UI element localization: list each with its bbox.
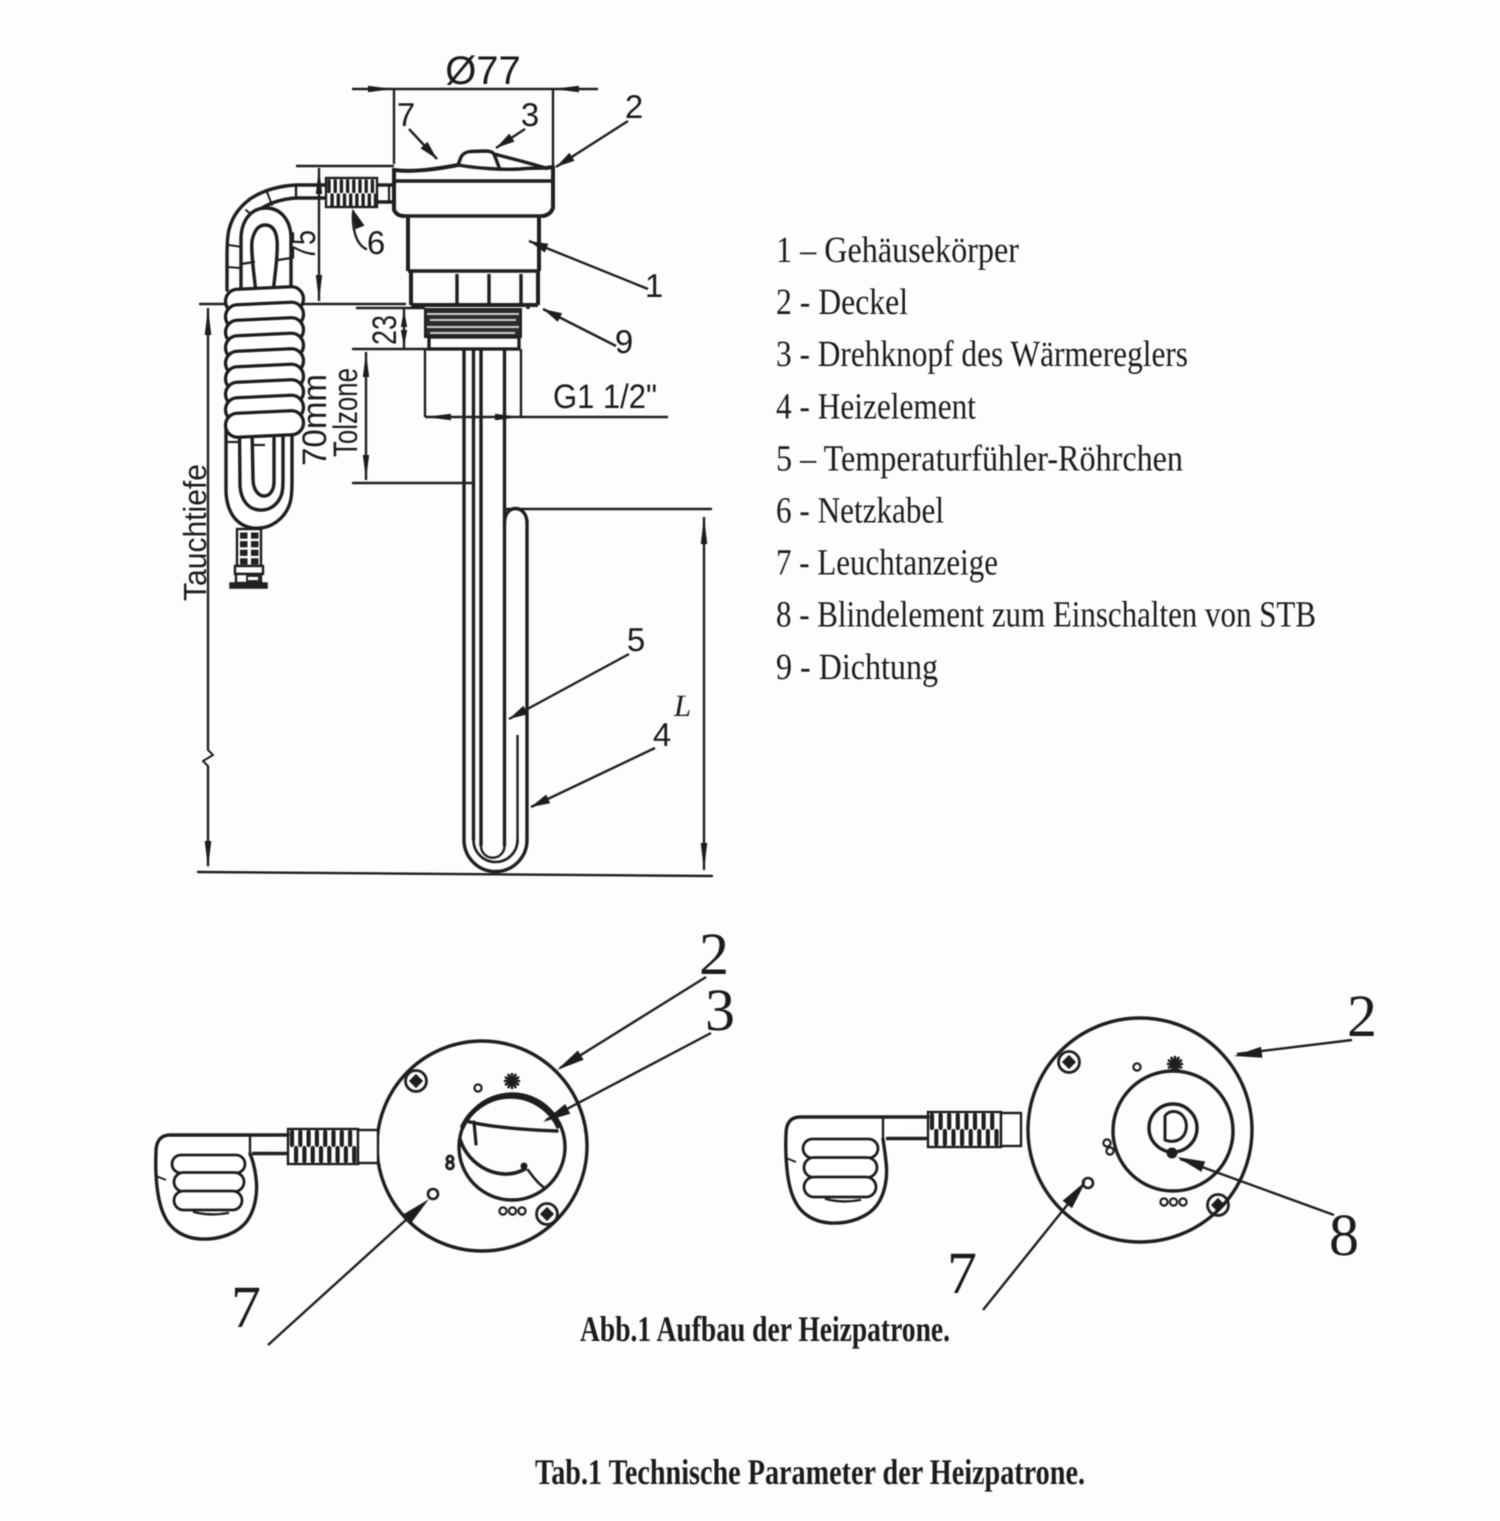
svg-text:L: L (673, 688, 691, 723)
svg-text:6: 6 (367, 224, 385, 261)
svg-text:7: 7 (947, 1240, 977, 1306)
svg-text:2: 2 (1347, 983, 1377, 1049)
svg-text:8 - Blindelement zum Einschalt: 8 - Blindelement zum Einschalten von STB (776, 595, 1316, 636)
svg-text:3: 3 (705, 977, 735, 1043)
svg-text:5: 5 (627, 621, 645, 658)
svg-text:Tab.1 Technische Parameter der: Tab.1 Technische Parameter der Heizpatro… (535, 1452, 1085, 1492)
svg-text:9 - Dichtung: 9 - Dichtung (776, 647, 938, 688)
svg-text:Abb.1 Aufbau der Heizpatrone.: Abb.1 Aufbau der Heizpatrone. (580, 1309, 950, 1349)
svg-text:G1 1/2": G1 1/2" (553, 378, 657, 416)
svg-text:Tolzone: Tolzone (327, 368, 365, 457)
svg-text:7: 7 (231, 1274, 261, 1340)
svg-text:23: 23 (366, 315, 404, 345)
svg-text:Tauchtiefe: Tauchtiefe (177, 464, 213, 601)
svg-text:3 - Drehknopf des Wärmereglers: 3 - Drehknopf des Wärmereglers (776, 334, 1188, 375)
svg-text:7 - Leuchtanzeige: 7 - Leuchtanzeige (776, 543, 998, 584)
svg-text:7: 7 (397, 96, 415, 133)
svg-text:1: 1 (645, 267, 663, 304)
svg-text:2: 2 (699, 921, 729, 987)
svg-text:6 - Netzkabel: 6 - Netzkabel (776, 491, 944, 532)
svg-text:1 – Gehäusekörper: 1 – Gehäusekörper (776, 230, 1019, 271)
svg-text:2: 2 (625, 88, 643, 125)
svg-text:8: 8 (1329, 1202, 1359, 1268)
svg-text:2 - Deckel: 2 - Deckel (776, 282, 908, 323)
svg-text:5 – Temperaturfühler-Röhrchen: 5 – Temperaturfühler-Röhrchen (776, 438, 1183, 479)
svg-text:9: 9 (615, 323, 633, 360)
svg-text:3: 3 (521, 96, 539, 133)
svg-text:4: 4 (653, 716, 671, 753)
svg-text:4 - Heizelement: 4 - Heizelement (776, 386, 977, 427)
svg-text:Ø77: Ø77 (445, 49, 521, 93)
